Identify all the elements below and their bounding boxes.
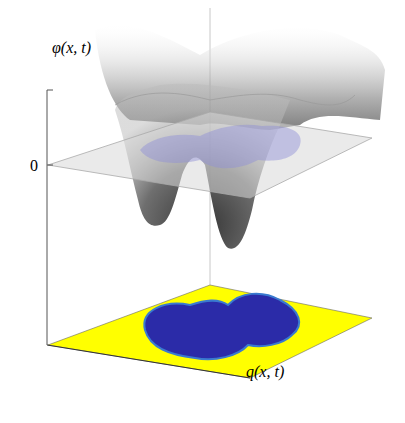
axis-tick: [47, 165, 53, 166]
axis-line: [47, 90, 48, 345]
tick-label: 0: [30, 158, 38, 174]
level-set-region: [140, 125, 301, 169]
zero-plane: [48, 112, 372, 198]
surface-rim: [115, 93, 355, 105]
axis-tick: [47, 90, 53, 91]
axis-label: φ(x, t): [52, 40, 91, 56]
axis-line: [47, 345, 250, 378]
bottom-plane: [48, 285, 372, 378]
plane-label: q(x, t): [246, 364, 284, 380]
indicator-region: [144, 294, 299, 360]
